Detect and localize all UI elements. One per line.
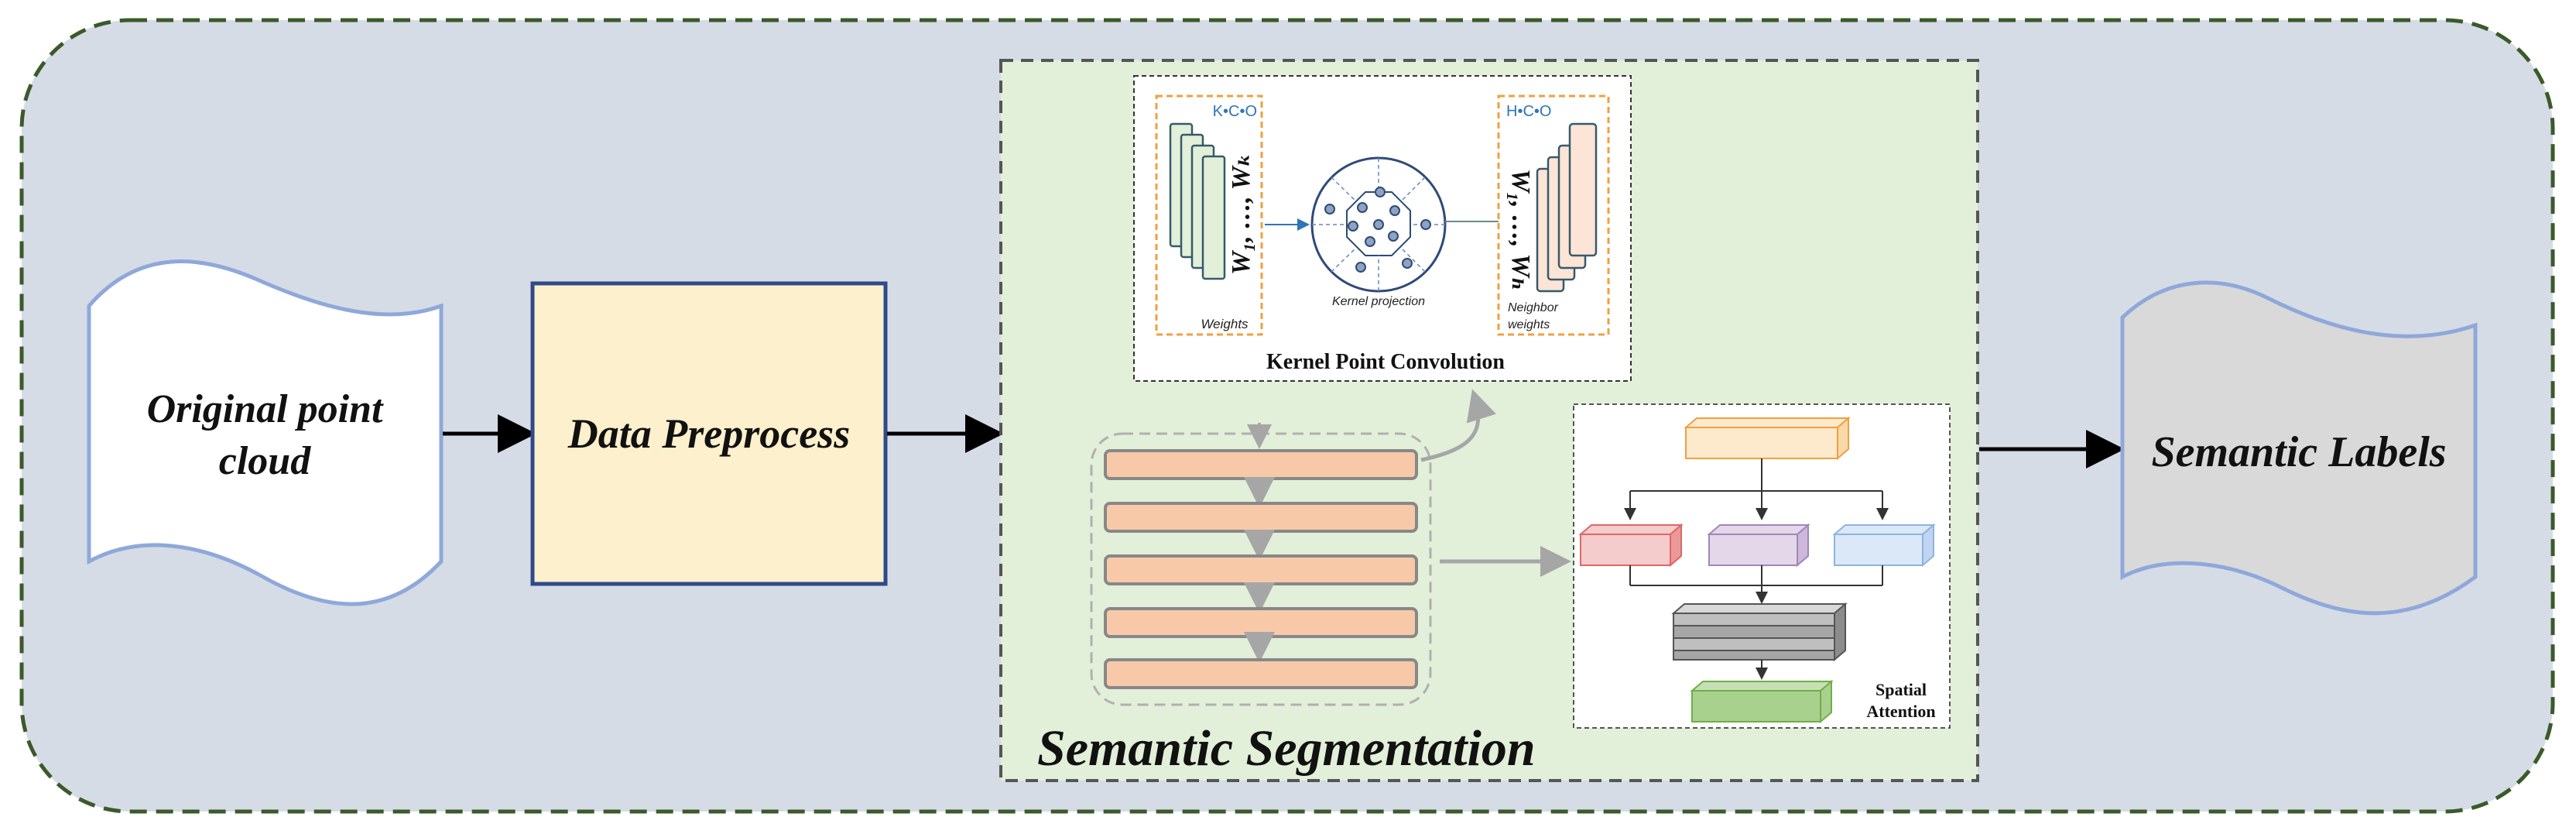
attention-branch-purple bbox=[1707, 523, 1810, 568]
weights-math: W₁, …, Wₖ bbox=[1227, 153, 1255, 276]
projection-octagon bbox=[1346, 191, 1411, 256]
network-layer bbox=[1104, 607, 1418, 638]
kernel-point bbox=[1388, 231, 1399, 242]
kernel-point bbox=[1373, 219, 1384, 230]
weights-tag: K•C•O bbox=[1213, 103, 1257, 120]
attention-label-line1: Spatial bbox=[1875, 680, 1927, 699]
attention-branch-red bbox=[1578, 523, 1684, 568]
preprocess-label: Data Preprocess bbox=[567, 410, 850, 457]
input-label-line1: Original point bbox=[147, 387, 384, 431]
output-node: Semantic Labels bbox=[2120, 280, 2478, 616]
kernel-point bbox=[1375, 187, 1386, 197]
kernel-point bbox=[1389, 205, 1400, 216]
spatial-attention-panel: Spatial Attention bbox=[1573, 403, 1951, 729]
kernel-point bbox=[1420, 219, 1431, 230]
projection-ray-6 bbox=[1331, 247, 1357, 273]
neighbor-tag: H•C•O bbox=[1506, 103, 1551, 120]
kernel-point bbox=[1402, 258, 1413, 269]
neighbor-plate-4 bbox=[1568, 122, 1598, 257]
input-label-line2: cloud bbox=[219, 439, 311, 483]
kpconv-caption: Kernel Point Convolution bbox=[1266, 350, 1505, 374]
weights-caption: Weights bbox=[1201, 317, 1249, 331]
kernel-point bbox=[1324, 204, 1335, 215]
kernel-point bbox=[1357, 202, 1368, 213]
network-layer bbox=[1104, 449, 1418, 480]
kernel-point bbox=[1348, 221, 1358, 232]
projection-ray-2 bbox=[1400, 177, 1426, 202]
network-layer bbox=[1104, 502, 1418, 533]
neighbor-math: W₁, …, Wₕ bbox=[1506, 169, 1535, 290]
weights-plate-4 bbox=[1201, 155, 1226, 280]
layer-stack bbox=[1090, 423, 1432, 706]
segmentation-title: Semantic Segmentation bbox=[1037, 720, 1536, 777]
output-label: Semantic Labels bbox=[2151, 428, 2446, 476]
attention-input-block bbox=[1684, 416, 1851, 461]
kernel-point bbox=[1355, 262, 1366, 273]
network-layer bbox=[1104, 554, 1418, 585]
projection-ray-4 bbox=[1400, 247, 1426, 273]
segmentation-panel: K•C•O W₁, …, Wₖ Weights bbox=[999, 59, 1979, 782]
projection-ray-8 bbox=[1331, 177, 1357, 202]
network-layer bbox=[1104, 658, 1418, 689]
kernel-projection bbox=[1310, 156, 1447, 293]
neighbor-caption-line1: Neighbor bbox=[1508, 301, 1559, 314]
attention-label-line2: Attention bbox=[1866, 702, 1935, 721]
document-shape bbox=[2120, 280, 2478, 616]
document-shape bbox=[87, 259, 444, 606]
projection-caption: Kernel projection bbox=[1332, 295, 1425, 308]
attention-branch-blue bbox=[1832, 523, 1936, 568]
attention-stacked-block bbox=[1671, 602, 1848, 662]
input-node: Original point cloud bbox=[87, 259, 444, 606]
preprocess-node: Data Preprocess bbox=[530, 281, 888, 586]
attention-output-block bbox=[1690, 679, 1834, 724]
arrow-stack-to-kpconv bbox=[1420, 389, 1497, 462]
kpconv-panel: K•C•O W₁, …, Wₖ Weights bbox=[1133, 75, 1632, 382]
neighbor-caption-line2: weights bbox=[1508, 318, 1550, 331]
kernel-point bbox=[1365, 236, 1375, 247]
preprocess-box bbox=[530, 281, 888, 586]
